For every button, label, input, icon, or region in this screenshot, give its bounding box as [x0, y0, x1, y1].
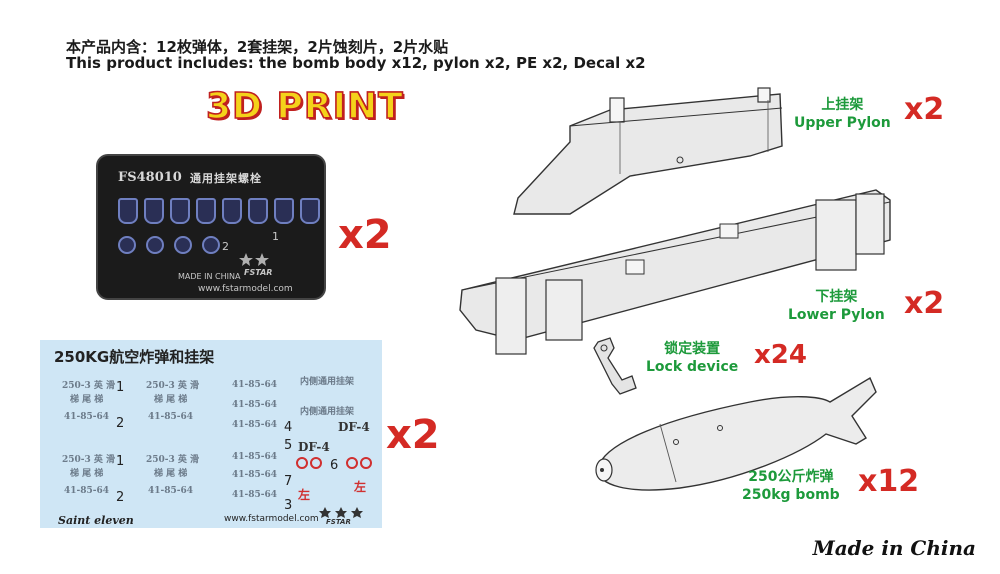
pe-small-part	[118, 236, 136, 254]
pe-parts-row	[118, 198, 320, 224]
decal-sheet	[40, 340, 382, 528]
upper-pylon-drawing	[513, 87, 783, 215]
decal-multiplier: x2	[386, 412, 440, 458]
pe-brand: FSTAR	[244, 268, 273, 277]
decal-text: 41-85-64	[148, 486, 194, 496]
decal-num: 5	[284, 438, 293, 453]
decal-num: 4	[284, 420, 293, 435]
decal-text: 梯 尾 梯	[70, 469, 104, 479]
pe-made-in: MADE IN CHINA	[178, 272, 241, 281]
pe-multiplier: x2	[338, 212, 392, 258]
pe-part	[300, 198, 320, 224]
upper-pylon-cn: 上挂架	[821, 97, 864, 113]
pe-code: FS48010	[118, 170, 182, 185]
pe-sheet	[96, 154, 326, 300]
decal-text: 250-3 英 滑	[62, 381, 116, 391]
pe-title: 通用挂架螺栓	[190, 172, 262, 185]
lock-device-en: Lock device	[646, 359, 739, 375]
lock-device-drawing	[593, 337, 637, 395]
decal-num: 7	[284, 474, 293, 489]
header-en: This product includes: the bomb body x12…	[66, 54, 646, 72]
decal-num: 6	[330, 458, 339, 473]
bomb-qty: x12	[858, 464, 920, 499]
pe-url: www.fstarmodel.com	[198, 284, 293, 294]
made-in-china: Made in China	[812, 536, 976, 560]
decal-text: 41-85-64	[232, 400, 278, 410]
decal-text: 250-3 英 滑	[62, 455, 116, 465]
decal-text: 41-85-64	[232, 452, 278, 462]
pe-part	[222, 198, 242, 224]
pe-small-row	[118, 236, 220, 254]
decal-num: 2	[116, 490, 125, 505]
decal-text: 41-85-64	[232, 420, 278, 430]
decal-text: 250-3 英 滑	[146, 381, 200, 391]
decal-text: 41-85-64	[232, 380, 278, 390]
lower-pylon-label: 下挂架 Lower Pylon	[788, 288, 885, 324]
decal-url: www.fstarmodel.com	[224, 514, 319, 524]
decal-text: DF-4	[338, 420, 370, 434]
decal-text: 内侧通用挂架	[300, 377, 355, 387]
pe-small-part	[174, 236, 192, 254]
bomb-cn: 250公斤炸弹	[748, 469, 834, 485]
pe-part	[196, 198, 216, 224]
decal-num: 2	[116, 416, 125, 431]
roundel-icons	[296, 457, 372, 469]
lower-pylon-qty: x2	[904, 286, 945, 321]
upper-pylon-qty: x2	[904, 92, 945, 127]
upper-pylon-en: Upper Pylon	[794, 115, 891, 131]
decal-text: 250-3 英 滑	[146, 455, 200, 465]
decal-text: 41-85-64	[232, 490, 278, 500]
pe-small-part	[202, 236, 220, 254]
decal-brand: FSTAR	[326, 518, 351, 526]
pe-part	[274, 198, 294, 224]
star-icon	[319, 507, 363, 518]
pe-part	[118, 198, 138, 224]
upper-pylon-label: 上挂架 Upper Pylon	[794, 96, 891, 132]
lower-pylon-en: Lower Pylon	[788, 307, 885, 323]
decal-text: 41-85-64	[64, 412, 110, 422]
decal-text: 内侧通用挂架	[300, 407, 355, 417]
bomb-en: 250kg bomb	[742, 487, 840, 503]
star-icon	[239, 253, 269, 266]
decal-num: 3	[284, 498, 293, 513]
decal-text: 41-85-64	[148, 412, 194, 422]
decal-num: 1	[116, 454, 125, 469]
pe-num-1: 1	[272, 230, 279, 243]
lower-pylon-drawing	[459, 189, 891, 355]
decal-text: 左	[354, 480, 367, 494]
pe-part	[144, 198, 164, 224]
pe-part	[170, 198, 190, 224]
decal-text: 41-85-64	[64, 486, 110, 496]
decal-text: DF-4	[298, 440, 330, 454]
bomb-label: 250公斤炸弹 250kg bomb	[742, 468, 840, 504]
pe-num-2: 2	[222, 240, 229, 253]
decal-num: 1	[116, 380, 125, 395]
decal-text: 梯 尾 梯	[154, 395, 188, 405]
3d-print-badge: 3D PRINT	[205, 85, 404, 128]
pe-small-part	[146, 236, 164, 254]
decal-title: 250KG航空炸弹和挂架	[54, 348, 215, 366]
bomb-drawing	[595, 376, 877, 491]
decal-signature: Saint eleven	[58, 514, 134, 527]
decal-text: 梯 尾 梯	[154, 469, 188, 479]
lock-device-qty: x24	[754, 340, 807, 370]
header-cn: 本产品内含：12枚弹体，2套挂架，2片蚀刻片，2片水贴	[66, 38, 449, 56]
decal-text: 左	[298, 488, 311, 502]
decal-text: 41-85-64	[232, 470, 278, 480]
decal-text: 梯 尾 梯	[70, 395, 104, 405]
lock-device-label: 锁定装置 Lock device	[646, 340, 738, 376]
lock-device-cn: 锁定装置	[664, 341, 721, 357]
lower-pylon-cn: 下挂架	[815, 289, 858, 305]
pe-part	[248, 198, 268, 224]
